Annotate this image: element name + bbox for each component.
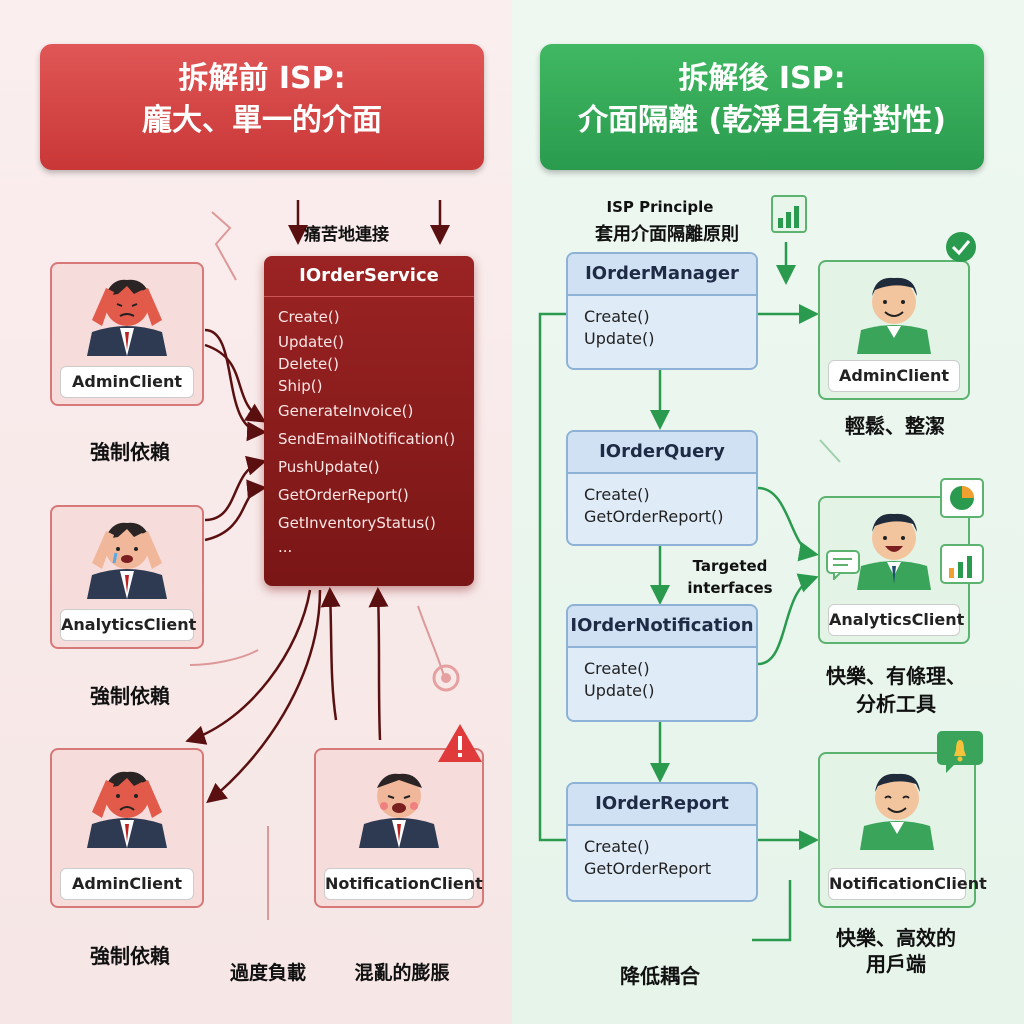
- method-item: GetOrderReport(): [264, 481, 474, 509]
- method-item: GetOrderReport: [568, 858, 756, 880]
- method-item: Create(): [568, 658, 756, 680]
- admin-client-card-stressed: AdminClient: [50, 262, 204, 406]
- method-item: PushUpdate(): [264, 453, 474, 481]
- notification-caption-line1: 快樂、高效的: [806, 922, 986, 951]
- after-title-banner: 拆解後 ISP: 介面隔離 (乾淨且有針對性): [540, 44, 984, 170]
- client-label: AnalyticsClient: [828, 604, 960, 636]
- painful-connect-label: 痛苦地連接: [304, 220, 389, 245]
- happy-person-icon: [842, 764, 952, 850]
- bar-chart-icon: [940, 544, 984, 584]
- method-item: GetInventoryStatus(): [264, 509, 474, 537]
- happy-person-icon: [839, 268, 949, 354]
- growth-chart-icon: [770, 192, 810, 236]
- method-item: Create(): [264, 303, 474, 331]
- method-item: GetOrderReport(): [568, 506, 756, 528]
- decoupling-label: 降低耦合: [600, 960, 720, 989]
- analytics-caption-line1: 快樂、有條理、: [806, 660, 986, 689]
- method-item: ...: [264, 537, 474, 557]
- iordermanager-interface: IOrderManager Create() Update(): [566, 252, 758, 370]
- notification-caption-line2: 用戶端: [806, 948, 986, 977]
- bell-notification-icon: [936, 730, 984, 774]
- analytics-client-card-stressed: AnalyticsClient: [50, 505, 204, 649]
- iorderservice-interface: IOrderService Create() Update() Delete()…: [264, 256, 474, 586]
- iordernotification-interface: IOrderNotification Create() Update(): [566, 604, 758, 722]
- crying-person-icon: [72, 513, 182, 599]
- method-item: SendEmailNotification(): [264, 425, 474, 453]
- before-title-banner: 拆解前 ISP: 龐大、單一的介面: [40, 44, 484, 170]
- shouting-person-icon: [344, 762, 454, 848]
- interface-title: IOrderNotification: [568, 606, 756, 648]
- method-item: Ship(): [264, 375, 474, 397]
- admin-caption: 輕鬆、整潔: [828, 410, 962, 439]
- notification-client-card-stressed: NotificationClient: [314, 748, 484, 908]
- pie-chart-icon: [940, 478, 984, 518]
- isp-principle-zh: 套用介面隔離原則: [572, 220, 762, 246]
- target-icon: [432, 664, 460, 692]
- client-label: AdminClient: [828, 360, 960, 392]
- targeted-interfaces-label: Targeted interfaces: [680, 555, 780, 599]
- method-item: Create(): [568, 306, 756, 328]
- check-circle-icon: [944, 230, 978, 264]
- analytics-caption-line2: 分析工具: [806, 688, 986, 717]
- client-label: AdminClient: [60, 366, 194, 398]
- interface-title: IOrderManager: [568, 254, 756, 296]
- method-item: GenerateInvoice(): [264, 397, 474, 425]
- chat-bubble-icon: [826, 550, 860, 580]
- method-item: Update(): [568, 328, 756, 350]
- method-item: Create(): [568, 484, 756, 506]
- client-label: NotificationClient: [324, 868, 474, 900]
- before-title-line2: 龐大、單一的介面: [40, 100, 484, 142]
- method-item: Create(): [568, 836, 756, 858]
- iorderreport-interface: IOrderReport Create() GetOrderReport: [566, 782, 758, 902]
- client-label: AdminClient: [60, 868, 194, 900]
- after-title-line1: 拆解後 ISP:: [540, 58, 984, 100]
- forced-dependency-label: 強制依賴: [60, 680, 200, 709]
- iorderservice-title: IOrderService: [264, 256, 474, 297]
- warning-icon: [436, 722, 484, 764]
- isp-principle-en: ISP Principle: [590, 198, 730, 216]
- iorderquery-interface: IOrderQuery Create() GetOrderReport(): [566, 430, 758, 546]
- method-item: Delete(): [264, 353, 474, 375]
- forced-dependency-label: 強制依賴: [60, 436, 200, 465]
- after-title-line2: 介面隔離 (乾淨且有針對性): [540, 100, 984, 142]
- forced-dependency-label: 強制依賴: [60, 940, 200, 969]
- worried-person-icon: [72, 762, 182, 848]
- admin-client-card-happy: AdminClient: [818, 260, 970, 400]
- client-label: AnalyticsClient: [60, 609, 194, 641]
- interface-title: IOrderQuery: [568, 432, 756, 474]
- method-item: Update(): [568, 680, 756, 702]
- before-title-line1: 拆解前 ISP:: [40, 58, 484, 100]
- client-label: NotificationClient: [828, 868, 966, 900]
- bloat-label: 混亂的膨脹: [340, 958, 464, 985]
- stressed-person-icon: [72, 270, 182, 356]
- interface-title: IOrderReport: [568, 784, 756, 826]
- admin-client-card-overloaded: AdminClient: [50, 748, 204, 908]
- overload-label: 過度負載: [218, 958, 318, 985]
- notification-client-card-happy: NotificationClient: [818, 752, 976, 908]
- method-item: Update(): [264, 331, 474, 353]
